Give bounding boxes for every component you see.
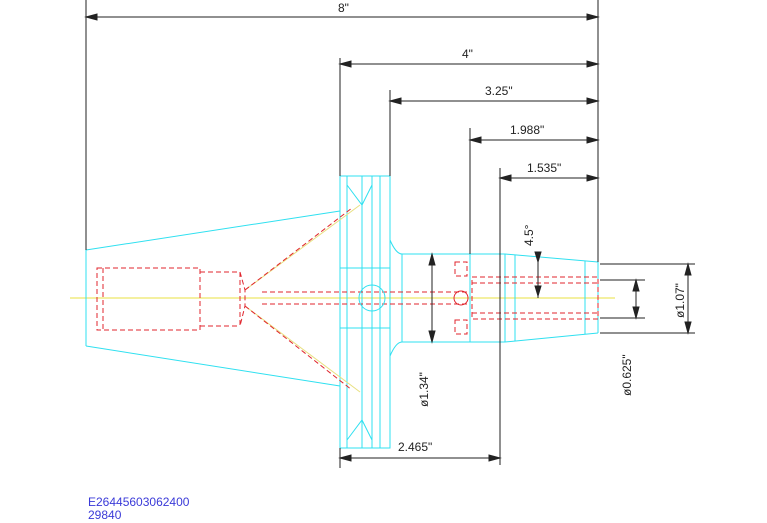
cross-hole-circle — [358, 284, 386, 312]
dim-length-3-25: 3.25" — [485, 84, 513, 98]
tool-outline — [85, 175, 599, 449]
dim-diameter-1-34: ø1.34" — [417, 372, 431, 407]
dim-length-4: 4" — [462, 47, 473, 61]
dim-overall-length: 8" — [338, 1, 349, 15]
part-number-line-2: 29840 — [88, 508, 122, 522]
dim-length-1-988: 1.988" — [510, 123, 544, 137]
dim-taper-angle: 4.5° — [522, 224, 536, 246]
dim-diameter-1-07: ø1.07" — [673, 283, 687, 318]
dim-length-1-535: 1.535" — [527, 161, 561, 175]
dim-diameter-0-625: ø0.625" — [620, 354, 634, 396]
dim-length-2-465: 2.465" — [398, 440, 432, 454]
hidden-lines — [96, 207, 599, 391]
coolant-hole-circle — [453, 290, 469, 306]
part-number-line-1: E26445603062400 — [88, 495, 190, 509]
dimension-lines — [84, 0, 695, 468]
